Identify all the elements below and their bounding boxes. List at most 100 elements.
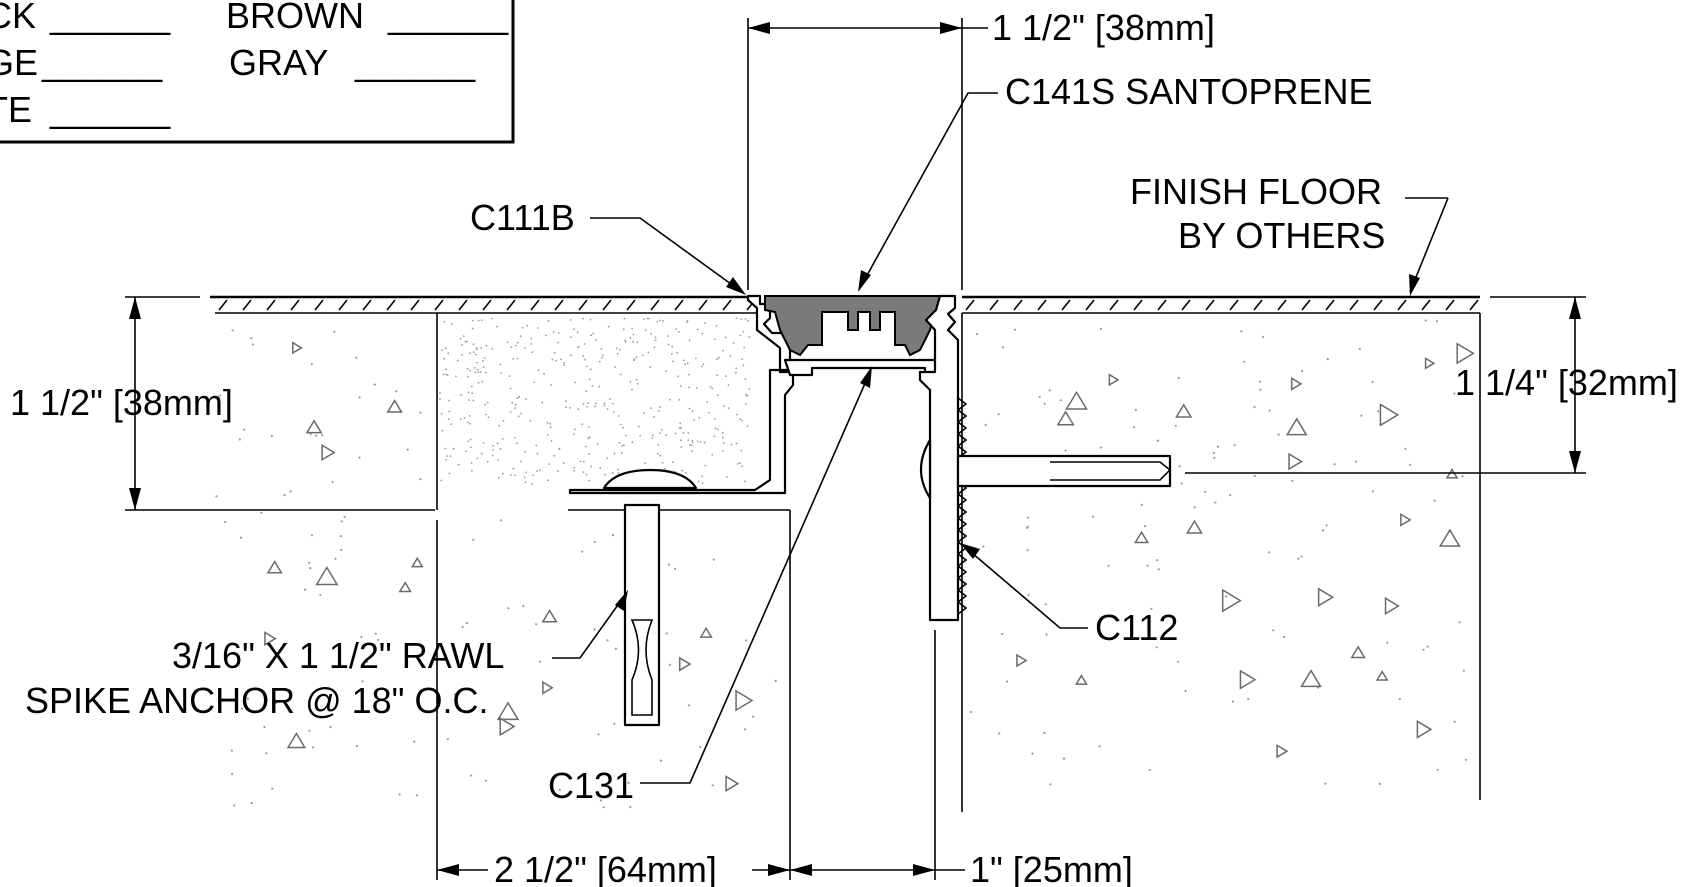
aggregate-mark (386, 399, 403, 413)
texture-dot (524, 481, 527, 483)
finish-floor-hatch (1061, 299, 1071, 311)
texture-dot (601, 356, 603, 359)
texture-dot (721, 450, 724, 452)
texture-dot (665, 370, 668, 372)
texture-dot (1360, 414, 1363, 417)
texture-dot (592, 332, 595, 335)
finish-floor-hatch (989, 299, 999, 311)
finish-floor-hatch (458, 299, 468, 311)
texture-dot (603, 404, 606, 407)
aggregate-mark (264, 631, 277, 647)
texture-dot (680, 385, 682, 388)
texture-dot (1132, 426, 1136, 429)
texture-dot (595, 339, 598, 342)
aggregate-mark (305, 419, 323, 434)
texture-dot (459, 337, 462, 340)
texture-dot (1422, 648, 1425, 651)
texture-dot (681, 469, 684, 472)
aggregate-mark (1400, 513, 1412, 527)
texture-dot (1027, 516, 1030, 519)
aggregate-mark (1239, 669, 1257, 690)
texture-dot (377, 638, 380, 642)
aggregate-mark (678, 656, 692, 672)
texture-dot (251, 343, 254, 346)
finish-floor-hatch (722, 299, 732, 311)
texture-dot (1404, 447, 1407, 450)
aggregate-mark (286, 732, 307, 749)
c112-frame-profile (918, 294, 960, 622)
texture-dot (620, 373, 622, 376)
texture-dot (727, 407, 730, 410)
texture-dot (722, 349, 725, 352)
aggregate-mark (1350, 645, 1366, 659)
dim-right-label: 1 1/4" [32mm] (1455, 362, 1678, 403)
texture-dot (1117, 619, 1120, 622)
texture-dot (456, 359, 459, 362)
texture-dot (471, 319, 474, 322)
texture-dot (263, 725, 266, 729)
leader-c111b: C111B (470, 197, 746, 295)
texture-dot (1398, 698, 1401, 701)
texture-dot (1001, 632, 1004, 636)
texture-dot (511, 401, 513, 404)
texture-dot (1424, 319, 1427, 322)
texture-dot (701, 475, 704, 478)
texture-dot (1268, 551, 1271, 554)
texture-dot (644, 329, 647, 332)
texture-dot (470, 774, 473, 777)
texture-dot (721, 436, 724, 439)
texture-dot (1048, 389, 1051, 392)
legend-item-brown: BROWN (226, 0, 364, 36)
texture-dot (539, 660, 542, 663)
texture-dot (484, 779, 487, 782)
texture-dot (671, 345, 674, 348)
texture-dot (219, 394, 222, 397)
aggregate-mark (1384, 596, 1400, 616)
texture-dot (509, 411, 512, 413)
texture-dot (1204, 490, 1207, 493)
texture-dot (590, 334, 592, 337)
legend-blank-black: ______ (49, 0, 171, 36)
texture-dot (552, 331, 555, 333)
texture-dot (708, 411, 710, 414)
texture-dot (596, 443, 599, 445)
texture-dot (441, 349, 444, 352)
texture-dot (674, 567, 677, 571)
texture-dot (477, 319, 480, 322)
texture-dot (584, 358, 586, 361)
texture-dot (1371, 380, 1374, 384)
finish-floor-hatch (1133, 299, 1143, 311)
texture-dot (582, 355, 585, 358)
texture-dot (636, 341, 639, 344)
texture-dot (340, 548, 343, 551)
texture-dot (545, 334, 547, 337)
texture-dot (502, 420, 505, 422)
texture-dot (491, 348, 494, 350)
finish-floor-hatch (1205, 299, 1215, 311)
texture-dot (650, 407, 652, 410)
leader-finish-floor: FINISH FLOOR BY OTHERS (1130, 171, 1449, 296)
aggregate-mark (735, 689, 754, 712)
texture-dot (729, 355, 732, 357)
texture-dot (1453, 392, 1456, 395)
texture-dot (982, 545, 985, 548)
texture-dot (1107, 564, 1110, 567)
texture-dot (516, 357, 519, 360)
texture-dot (1213, 456, 1216, 460)
texture-dot (1031, 752, 1034, 755)
texture-dot (582, 317, 584, 320)
aggregate-mark (541, 609, 558, 623)
dim-bottom: 2 1/2" [64mm] 1" [25mm] (436, 520, 1133, 887)
texture-dot (736, 413, 738, 416)
texture-dot (623, 444, 625, 447)
texture-dot (499, 363, 502, 366)
finish-floor-hatch (242, 299, 252, 311)
texture-dot (485, 344, 488, 347)
texture-dot (649, 366, 652, 368)
anchor-label-1: 3/16" X 1 1/2" RAWL (172, 635, 504, 676)
texture-dot (558, 447, 561, 450)
texture-dot (448, 410, 451, 413)
texture-dot (450, 323, 453, 325)
texture-dot (735, 367, 738, 370)
texture-dot (643, 318, 646, 321)
